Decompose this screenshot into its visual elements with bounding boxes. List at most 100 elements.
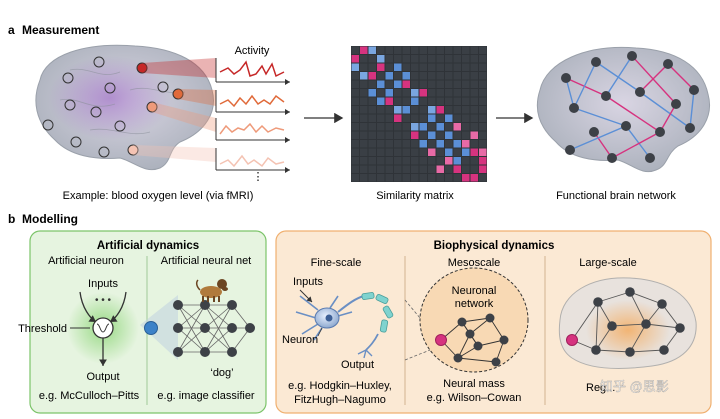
matrix-cell (462, 106, 470, 114)
matrix-cell (377, 140, 385, 148)
matrix-cell (394, 157, 402, 165)
large-edge (629, 291, 647, 325)
ann-node (200, 300, 210, 310)
matrix-cell (436, 46, 444, 54)
network-edge (659, 103, 677, 133)
large-edge (629, 323, 647, 353)
matrix-cell (470, 140, 478, 148)
matrix-cell (360, 157, 368, 165)
matrix-cell (428, 174, 436, 182)
matrix-cell (402, 106, 410, 114)
matrix-cell (419, 46, 427, 54)
matrix-cell (419, 63, 427, 71)
matrix-cell (445, 174, 453, 182)
matrix-cell (479, 157, 487, 165)
matrix-cell (462, 80, 470, 88)
fine-scale-neuron: Inputs Neuron Output e.g. Hodgkin–Huxley… (282, 276, 394, 406)
matrix-cell (394, 63, 402, 71)
matrix-cell (453, 131, 461, 139)
matrix-cell (411, 46, 419, 54)
matrix-cell (462, 131, 470, 139)
matrix-cell (377, 157, 385, 165)
matrix-cell (377, 131, 385, 139)
fine-example-line-1: e.g. Hodgkin–Huxley, (288, 380, 392, 392)
neuronal-network-label-1: Neuronal (452, 285, 497, 297)
network-edge (605, 95, 661, 133)
matrix-cell (377, 55, 385, 63)
matrix-cell (453, 123, 461, 131)
ann-node (173, 300, 183, 310)
matrix-cell (419, 148, 427, 156)
matrix-cell (394, 55, 402, 63)
matrix-cell (445, 72, 453, 80)
matrix-cell (445, 140, 453, 148)
matrix-cell (351, 123, 359, 131)
output-label: Output (86, 371, 119, 383)
trace-3 (219, 122, 285, 135)
matrix-cell (470, 131, 478, 139)
ann-node (227, 323, 237, 333)
matrix-cell (445, 55, 453, 63)
network-node (601, 91, 611, 101)
network-edge (639, 63, 669, 93)
matrix-cell (453, 80, 461, 88)
matrix-cell (360, 46, 368, 54)
panel-b-heading: Modelling (22, 212, 78, 226)
matrix-cell (351, 140, 359, 148)
large-node (641, 319, 651, 329)
matrix-cell (385, 97, 393, 105)
matrix-cell (351, 55, 359, 63)
activity-label: Activity (235, 45, 270, 57)
matrix-cell (428, 80, 436, 88)
matrix-cell (402, 55, 410, 63)
matrix-cell (385, 123, 393, 131)
matrix-cell (419, 140, 427, 148)
matrix-cell (445, 89, 453, 97)
matrix-cell (360, 80, 368, 88)
matrix-cell (428, 165, 436, 173)
matrix-cell (436, 174, 444, 182)
matrix-cell (462, 55, 470, 63)
matrix-cell (419, 157, 427, 165)
matrix-cell (402, 174, 410, 182)
matrix-cell (411, 55, 419, 63)
ann-edge (177, 327, 206, 353)
matrix-cell (394, 97, 402, 105)
matrix-cell (368, 140, 376, 148)
matrix-cell (470, 97, 478, 105)
matrix-cell (377, 106, 385, 114)
matrix-cell (436, 114, 444, 122)
meso-node (473, 341, 483, 351)
large-edge (661, 303, 681, 329)
matrix-cell (394, 174, 402, 182)
matrix-cell (436, 165, 444, 173)
large-edge (571, 301, 599, 341)
ann-node (173, 323, 183, 333)
matrix-cell (436, 123, 444, 131)
matrix-cell (453, 114, 461, 122)
matrix-cell (453, 97, 461, 105)
matrix-cell (368, 63, 376, 71)
matrix-cell (470, 89, 478, 97)
matrix-cell (377, 114, 385, 122)
matrix-cell (453, 140, 461, 148)
matrix-cell (419, 131, 427, 139)
matrix-cell (394, 123, 402, 131)
matrix-cell (402, 123, 410, 131)
matrix-cell (377, 148, 385, 156)
matrix-cell (360, 72, 368, 80)
matrix-cell (402, 97, 410, 105)
matrix-cell (402, 72, 410, 80)
matrix-cell (445, 157, 453, 165)
matrix-cell (411, 140, 419, 148)
large-edge (595, 349, 631, 353)
fine-example-line-2: FitzHugh–Nagumo (294, 394, 386, 406)
matrix-cell (470, 148, 478, 156)
matrix-cell (445, 114, 453, 122)
network-caption: Functional brain network (556, 190, 676, 202)
matrix-cell (419, 55, 427, 63)
matrix-cell (402, 131, 410, 139)
ann-node (227, 300, 237, 310)
matrix-cell (428, 114, 436, 122)
matrix-cell (419, 89, 427, 97)
